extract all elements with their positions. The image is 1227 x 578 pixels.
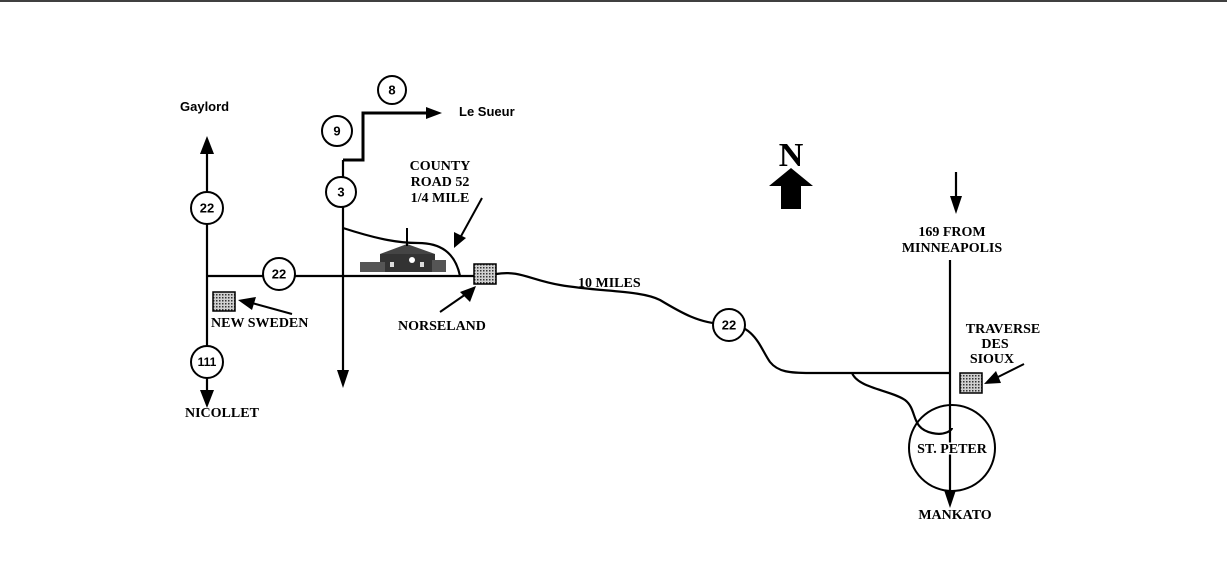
gaylord-label: Gaylord <box>180 99 229 114</box>
route-shield-111: 111 <box>190 345 224 379</box>
traverse-des-sioux-label: TRAVERSE DES SIOUX <box>966 322 1040 367</box>
route-shield-22-east: 22 <box>712 308 746 342</box>
traverse-line1: TRAVERSE <box>966 322 1040 337</box>
from-minneapolis-line1: 169 FROM <box>918 225 985 240</box>
route-shield-22-west: 22 <box>262 257 296 291</box>
route-shield-22-north-label: 22 <box>200 201 214 216</box>
norseland-pointer-arrow <box>439 286 476 313</box>
county-road-pointer-arrow <box>454 197 483 248</box>
route-shield-22-north: 22 <box>190 191 224 225</box>
route-shield-22-west-label: 22 <box>272 267 286 282</box>
norseland-marker <box>473 263 497 285</box>
route-shield-22-east-label: 22 <box>722 318 736 333</box>
county-road-label: COUNTY ROAD 52 1/4 MILE <box>410 159 471 206</box>
traverse-pointer-arrow <box>984 363 1025 384</box>
highway-22-east-segment <box>495 272 950 375</box>
new-sweden-pointer-arrow <box>238 297 293 315</box>
nicollet-label: NICOLLET <box>185 406 260 421</box>
st-peter-circle <box>908 404 996 492</box>
traverse-line2: DES <box>981 337 1008 352</box>
ten-miles-label: 10 MILES <box>578 276 641 291</box>
county-road-52 <box>342 226 462 277</box>
route-shield-9: 9 <box>321 115 353 147</box>
norseland-label: NORSELAND <box>398 319 486 334</box>
mankato-label: MANKATO <box>918 508 991 523</box>
county-road-label-line3: 1/4 MILE <box>411 191 470 206</box>
route-shield-8-label: 8 <box>388 83 395 98</box>
route-9-8-to-le-sueur <box>343 107 442 162</box>
st-peter-label: ST. PETER <box>917 442 988 457</box>
highway-169 <box>944 172 962 508</box>
route-shield-8: 8 <box>377 75 407 105</box>
new-sweden-marker <box>212 291 236 312</box>
north-label: N <box>779 137 804 174</box>
route-shield-3-label: 3 <box>337 185 344 200</box>
route-shield-3: 3 <box>325 176 357 208</box>
north-arrow-icon: N <box>769 137 813 209</box>
traverse-des-sioux-marker <box>959 372 983 394</box>
norseland-building-icon <box>360 228 446 272</box>
le-sueur-label: Le Sueur <box>459 104 515 119</box>
traverse-line3: SIOUX <box>970 352 1014 367</box>
route-shield-111-label: 111 <box>198 355 217 369</box>
county-road-label-line2: ROAD 52 <box>411 175 470 190</box>
from-minneapolis-label: 169 FROM MINNEAPOLIS <box>902 225 1003 256</box>
new-sweden-label: NEW SWEDEN <box>211 316 308 331</box>
from-minneapolis-line2: MINNEAPOLIS <box>902 241 1003 256</box>
county-road-label-line1: COUNTY <box>410 159 471 174</box>
route-shield-9-label: 9 <box>333 124 340 139</box>
st-peter-connector-road <box>850 372 954 435</box>
